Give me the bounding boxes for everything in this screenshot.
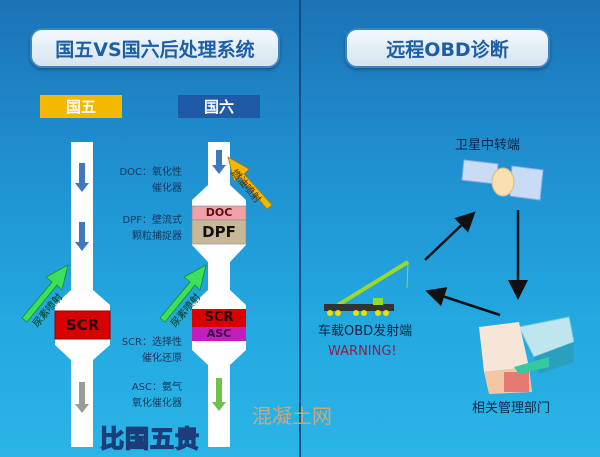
flow-arrow-icon xyxy=(75,150,226,251)
warning-text: WARNING! xyxy=(328,344,397,359)
crane-truck-icon xyxy=(324,260,410,316)
g5-pipe xyxy=(55,142,110,447)
g5-scr-block xyxy=(54,310,111,340)
satellite-icon xyxy=(461,159,544,201)
note-doc: DOC：氧化性催化器 xyxy=(119,167,182,194)
note-asc: ASC：氨气氧化催化器 xyxy=(131,382,182,409)
caption-more-expensive: 比国五贵 xyxy=(99,424,200,454)
g5-scr-label: SCR xyxy=(65,316,100,334)
g6-doc-label: DOC xyxy=(205,206,233,219)
note-dpf: DPF：壁流式颗粒捕捉器 xyxy=(122,215,182,242)
arrow-vehicle-to-satellite xyxy=(424,211,476,261)
g6-dpf-block xyxy=(191,219,247,245)
vehicle-label: 车载OBD发射端 xyxy=(318,324,413,339)
g6-asc-label: ASC xyxy=(206,327,232,340)
flow-arrows xyxy=(424,210,528,317)
arrow-department-to-vehicle xyxy=(425,287,501,317)
note-scr: SCR：选择性催化还原 xyxy=(121,337,182,364)
fuel-arrow-icon xyxy=(227,156,273,210)
department-label: 相关管理部门 xyxy=(472,401,551,416)
divider xyxy=(299,0,301,457)
right-title: 远程OBD诊断 xyxy=(345,28,550,68)
g6-scr-label: SCR xyxy=(204,310,234,325)
watermark: 混凝土网 xyxy=(252,404,332,428)
outflow-arrow-gray-icon xyxy=(75,382,89,413)
urea-arrow-icon xyxy=(21,264,207,323)
g6-asc-block xyxy=(192,327,246,341)
g6-scr-block xyxy=(192,309,246,327)
tag-guoliu: 国六 xyxy=(178,95,260,118)
g6-dpf-label: DPF xyxy=(202,223,236,241)
satellite-label: 卫星中转端 xyxy=(455,138,521,153)
left-title: 国五VS国六后处理系统 xyxy=(30,28,280,68)
pipes-diagram xyxy=(21,142,273,447)
outflow-arrow-green-icon xyxy=(212,378,226,411)
department-building-icon xyxy=(479,316,574,394)
tag-guowu: 国五 xyxy=(40,95,122,118)
